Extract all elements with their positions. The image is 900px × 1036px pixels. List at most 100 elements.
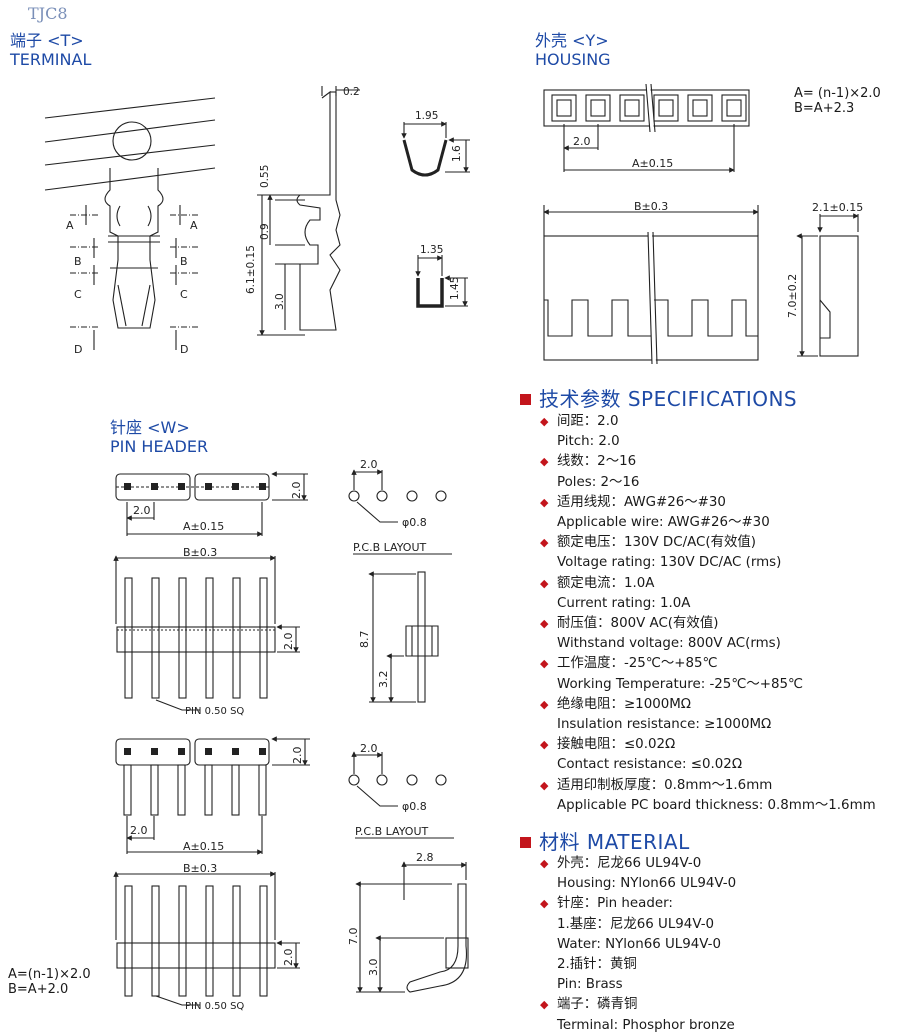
housing-b-len: B±0.3 bbox=[634, 200, 668, 213]
spec-item-cn: 间距：2.0 bbox=[557, 414, 619, 429]
diamond-bullet-icon: ◆ bbox=[540, 778, 549, 792]
spec-item-cn: 接触电阻：≤0.02Ω bbox=[557, 737, 676, 753]
ra-total-h: 7.0 bbox=[347, 928, 360, 946]
dim-16: 1.6 bbox=[451, 145, 463, 162]
ph-formula-a: A=(n-1)×2.0 bbox=[8, 967, 91, 982]
housing-front-view bbox=[543, 205, 858, 365]
spec-item: ◆耐压值：800V AC(有效值)Withstand voltage: 800V… bbox=[540, 614, 895, 654]
spec-item-en: Working Temperature: -25℃～+85℃ bbox=[557, 676, 804, 692]
material-terminal-en: Terminal: Phosphor bronze bbox=[557, 1017, 735, 1033]
material-pin-header: ◆ 针座：Pin header: 1.基座：尼龙66 UL94V-0 Water… bbox=[540, 894, 895, 995]
ra-width: 2.8 bbox=[416, 851, 434, 864]
housing-formulas: A= (n-1)×2.0 B=A+2.3 bbox=[794, 86, 881, 116]
pin-header-side-view bbox=[369, 572, 439, 702]
housing-depth: 2.1±0.15 bbox=[812, 201, 863, 214]
ra-lower-h: 3.0 bbox=[367, 959, 380, 977]
housing-top-view bbox=[543, 83, 750, 172]
dim-09: 0.9 bbox=[259, 223, 271, 240]
spec-item-cn: 绝缘电阻：≥1000MΩ bbox=[557, 696, 692, 712]
diamond-bullet-icon: ◆ bbox=[540, 857, 549, 870]
diamond-bullet-icon: ◆ bbox=[540, 455, 549, 469]
housing-height: 7.0±0.2 bbox=[786, 274, 799, 318]
dim-195: 1.95 bbox=[415, 110, 438, 122]
diamond-bullet-icon: ◆ bbox=[540, 697, 549, 711]
pin-header-front-view bbox=[116, 556, 300, 711]
material-housing-en: Housing: NYlon66 UL94V-0 bbox=[557, 876, 737, 892]
ra-b-len: B±0.3 bbox=[183, 862, 217, 875]
section-d-right: D bbox=[180, 343, 188, 356]
ra-header-front-view bbox=[116, 872, 300, 1006]
material-list: ◆ 外壳：尼龙66 UL94V-0 Housing: NYlon66 UL94V… bbox=[540, 854, 895, 1036]
ph-pin-sq: PIN 0.50 SQ bbox=[185, 706, 244, 717]
housing-title: 外壳 <Y> HOUSING bbox=[535, 31, 611, 69]
ra-pitch: 2.0 bbox=[130, 824, 148, 837]
material-base-cn: 1.基座：尼龙66 UL94V-0 bbox=[557, 916, 715, 932]
ra-height: 2.0 bbox=[291, 747, 304, 765]
ph-a-len: A±0.15 bbox=[183, 520, 224, 533]
terminal-cross-sections bbox=[404, 122, 470, 306]
section-b-left: B bbox=[74, 255, 82, 268]
diamond-bullet-icon: ◆ bbox=[540, 617, 549, 631]
pcb2-hole: φ0.8 bbox=[402, 800, 427, 813]
specifications-heading-text: 技术参数 SPECIFICATIONS bbox=[539, 387, 798, 411]
bullet-square-icon bbox=[520, 394, 531, 405]
housing-formula-a: A= (n-1)×2.0 bbox=[794, 86, 881, 101]
spec-item-en: Poles: 2～16 bbox=[557, 474, 640, 490]
material-terminal-cn: 端子：磷青铜 bbox=[557, 997, 638, 1013]
spec-item-cn: 适用线规：AWG#26～#30 bbox=[557, 494, 726, 510]
diamond-bullet-icon: ◆ bbox=[540, 897, 549, 911]
pcb2-pitch: 2.0 bbox=[360, 742, 378, 755]
section-c-right: C bbox=[180, 288, 188, 301]
dim-thickness: 0.2 bbox=[343, 86, 360, 98]
material-terminal: ◆ 端子：磷青铜 Terminal: Phosphor bronze bbox=[540, 995, 895, 1035]
ph-formula-b: B=A+2.0 bbox=[8, 982, 69, 997]
terminal-side-view bbox=[257, 86, 360, 335]
pcb1-hole: φ0.8 bbox=[402, 516, 427, 529]
dim-145: 1.45 bbox=[449, 277, 461, 300]
spec-item-cn: 工作温度：-25℃～+85℃ bbox=[557, 656, 718, 672]
material-housing: ◆ 外壳：尼龙66 UL94V-0 Housing: NYlon66 UL94V… bbox=[540, 854, 895, 894]
spec-item-cn: 适用印制板厚度：0.8mm～1.6mm bbox=[557, 777, 773, 793]
housing-formula-b: B=A+2.3 bbox=[794, 101, 855, 116]
pcb-layout-1 bbox=[348, 470, 447, 523]
material-heading-text: 材料 MATERIAL bbox=[539, 830, 690, 854]
pin-header-title-en: PIN HEADER bbox=[110, 437, 209, 456]
document-id: TJC8 bbox=[28, 4, 68, 23]
ra-pin-sq: PIN 0.50 SQ bbox=[185, 1001, 244, 1012]
material-pin-cn: 2.插针：黄铜 bbox=[557, 957, 637, 973]
spec-item-cn: 线数：2～16 bbox=[557, 454, 637, 470]
dim-total-61: 6.1±0.15 bbox=[245, 245, 257, 294]
terminal-title-en: TERMINAL bbox=[10, 50, 92, 69]
pcb-layout-2 bbox=[348, 752, 447, 807]
pin-header-title-cn: 针座 <W> bbox=[110, 418, 190, 437]
housing-title-en: HOUSING bbox=[535, 50, 611, 69]
dim-30: 3.0 bbox=[274, 293, 286, 310]
ra-body-h: 2.0 bbox=[282, 949, 295, 967]
ph-height: 2.0 bbox=[290, 482, 303, 500]
section-a-left: A bbox=[66, 219, 74, 232]
terminal-title-cn: 端子 <T> bbox=[10, 31, 84, 50]
spec-item-en: Pitch: 2.0 bbox=[557, 434, 620, 450]
ph-b-len: B±0.3 bbox=[183, 546, 217, 559]
diamond-bullet-icon: ◆ bbox=[540, 998, 549, 1012]
spec-item-en: Voltage rating: 130V DC/AC (rms) bbox=[557, 555, 782, 571]
ra-a-len: A±0.15 bbox=[183, 840, 224, 853]
spec-item-en: Insulation resistance: ≥1000MΩ bbox=[557, 717, 772, 733]
spec-item: ◆ 绝缘电阻：≥1000MΩ Insulation resistance: ≥100… bbox=[540, 695, 895, 735]
housing-a-len: A±0.15 bbox=[632, 157, 673, 170]
spec-item-en: Current rating: 1.0A bbox=[557, 595, 691, 611]
section-b-right: B bbox=[180, 255, 188, 268]
section-c-left: C bbox=[74, 288, 82, 301]
dim-055: 0.55 bbox=[259, 165, 271, 188]
spec-item-cn: 额定电流：1.0A bbox=[557, 575, 655, 591]
diamond-bullet-icon: ◆ bbox=[540, 536, 549, 550]
pin-header-top-view bbox=[115, 474, 308, 536]
ra-header-top-view bbox=[115, 739, 310, 854]
